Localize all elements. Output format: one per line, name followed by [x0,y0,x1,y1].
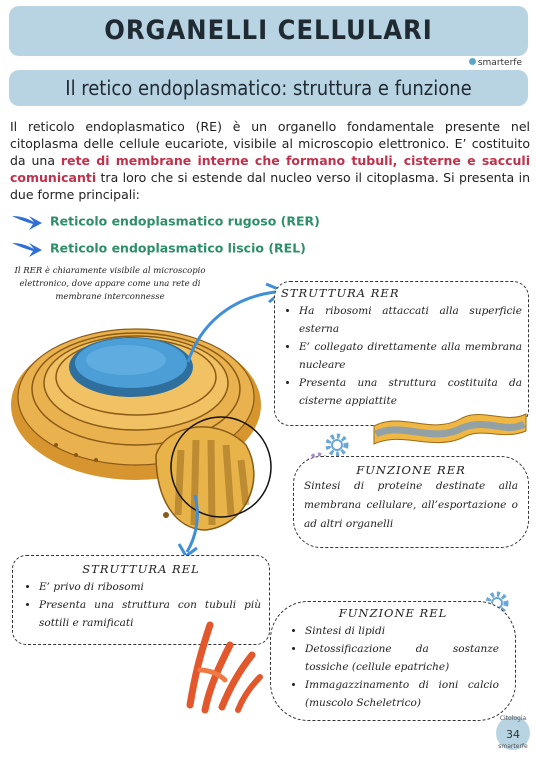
funzione-rer-box: FUNZIONE RER Sintesi di proteine destina… [293,456,529,548]
endoplasmic-reticulum-illustration [11,328,272,531]
list-item: Presenta una struttura con tubuli più so… [39,596,261,632]
page-number-badge: Citologia 34 smarterfe [496,715,530,750]
bulb-icon [468,58,476,65]
gear-icon [325,433,349,457]
pointer-arrow-rel [177,494,199,559]
struttura-rer-title: STRUTTURA RER [281,286,400,300]
form-item-rel: Reticolo endoplasmatico liscio (REL) [10,240,306,258]
page-tag-bottom: smarterfe [498,743,528,750]
rer-membrane-illustration [373,413,527,445]
intro-text-1: Il reticolo endoplasmatico (RE) è un org… [10,119,530,168]
list-item: E’ privo di ribosomi [39,578,261,596]
list-item: Presenta una struttura costituita da cis… [299,374,522,410]
page-tag-top: Citologia [499,715,527,722]
funzione-rer-text: Sintesi di proteine destinate alla membr… [304,480,518,530]
intro-highlight: rete di membrane interne che formano tub… [10,153,531,185]
intro-text-2: tra loro che si estende dal nucleo verso… [10,170,530,202]
funzione-rel-title: FUNZIONE REL [338,606,448,620]
struttura-rel-box: STRUTTURA REL E’ privo di ribosomi Prese… [12,555,270,645]
funzione-rel-box: FUNZIONE REL Sintesi di lipidi Detossifi… [270,601,516,721]
section-title: Il retico endoplasmatico: struttura e fu… [9,70,528,106]
arrow-icon [12,216,42,230]
form-label: Reticolo endoplasmatico liscio (REL) [50,240,306,256]
list-item: Detossificazione da sostanze tossiche (c… [305,640,499,676]
page-title: ORGANELLI CELLULARI [9,6,528,56]
image-caption: Il RER è chiaramente visibile al microsc… [14,266,206,302]
rel-tubules-illustration [186,621,263,714]
brand-name: smarterfe [477,58,522,68]
struttura-rel-title: STRUTTURA REL [82,562,200,576]
brand-logo: smarterfe [468,58,522,68]
funzione-rer-title: FUNZIONE RER [356,463,466,477]
form-label: Reticolo endoplasmatico rugoso (RER) [50,213,320,229]
page-number: 34 [506,728,520,741]
list-item: Sintesi di lipidi [305,622,499,640]
list-item: Immagazzinamento di ioni calcio (muscolo… [305,676,499,712]
intro-paragraph: Il reticolo endoplasmatico (RE) è un org… [10,118,530,203]
struttura-rer-box: STRUTTURA RER Ha ribosomi attaccati alla… [274,281,529,426]
form-item-rer: Reticolo endoplasmatico rugoso (RER) [10,213,320,231]
arrow-icon [12,243,42,257]
list-item: E’ collegato direttamente alla membrana … [299,338,522,374]
list-item: Ha ribosomi attaccati alla superficie es… [299,302,522,338]
